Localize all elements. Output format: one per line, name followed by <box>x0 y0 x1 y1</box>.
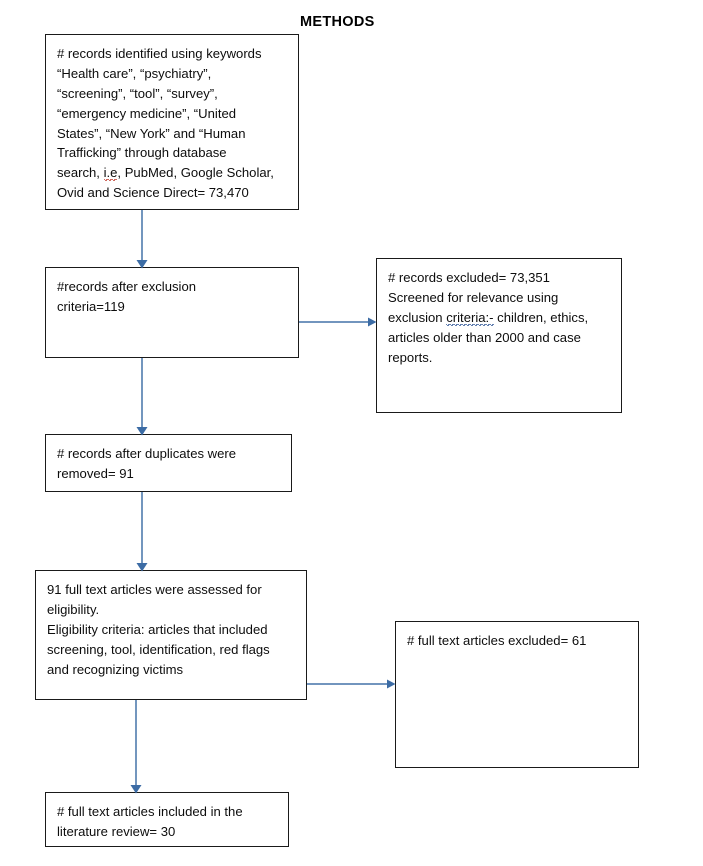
box-line: # records identified using keywords <box>57 46 262 61</box>
box-line: #records after exclusion <box>57 279 197 294</box>
box-line: “Health care”, “psychiatry”, <box>57 65 212 81</box>
box-line: screening, tool, identification, red fla… <box>47 641 270 657</box>
text-fragment: , PubMed, Google Scholar, <box>117 165 274 181</box>
box-records-after-duplicates-removed[interactable]: # records after duplicates were removed=… <box>45 434 292 492</box>
box-line: eligibility. <box>47 601 100 617</box>
arrow-duplicates-to-fulltext <box>136 492 148 572</box>
text-fragment: exclusion <box>388 309 447 325</box>
arrow-after-exclusion-to-excluded <box>299 317 377 327</box>
arrow-after-exclusion-to-duplicates <box>136 358 148 436</box>
box-line: “screening”, “tool”, “survey”, <box>57 85 218 101</box>
box-line: removed= 91 <box>57 465 134 481</box>
box-line-with-spellcheck: search, i.e, PubMed, Google Scholar, <box>57 163 288 183</box>
box-line: # full text articles excluded= 61 <box>407 633 587 648</box>
text-fragment: search, <box>57 165 104 181</box>
text-fragment: children, ethics, <box>493 309 589 325</box>
box-line: Eligibility criteria: articles that incl… <box>47 621 268 637</box>
box-line: literature review= 30 <box>57 823 176 839</box>
arrow-fulltext-to-ft-excluded <box>307 679 396 689</box>
box-records-identified[interactable]: # records identified using keywords “Hea… <box>45 34 299 210</box>
box-line: # full text articles included in the <box>57 804 243 819</box>
box-line: Trafficking” through database <box>57 145 227 161</box>
box-line: # records excluded= 73,351 <box>388 270 550 285</box>
box-line: “emergency medicine”, “United <box>57 105 237 121</box>
spellcheck-flagged-text: i.e <box>103 165 118 182</box>
box-line: criteria=119 <box>57 298 125 314</box>
box-line: reports. <box>388 349 433 365</box>
box-records-after-exclusion[interactable]: #records after exclusion criteria=119 <box>45 267 299 358</box>
box-line: Screened for relevance using <box>388 289 559 305</box>
box-full-text-articles-excluded[interactable]: # full text articles excluded= 61 <box>395 621 639 768</box>
box-full-text-articles-included[interactable]: # full text articles included in the lit… <box>45 792 289 847</box>
box-line: # records after duplicates were <box>57 446 237 461</box>
box-line-with-grammarcheck: exclusion criteria:- children, ethics, <box>388 308 611 328</box>
box-line: Ovid and Science Direct= 73,470 <box>57 185 249 201</box>
grammarcheck-flagged-text: criteria:- <box>446 309 494 326</box>
box-line: and recognizing victims <box>47 661 184 677</box>
arrow-fulltext-to-included <box>130 700 142 794</box>
box-records-excluded[interactable]: # records excluded= 73,351 Screened for … <box>376 258 622 413</box>
page-title: METHODS <box>300 14 375 30</box>
box-line: articles older than 2000 and case <box>388 329 581 345</box>
arrow-identified-to-after-exclusion <box>136 210 148 269</box>
box-line: States”, “New York” and “Human <box>57 125 246 141</box>
box-line: 91 full text articles were assessed for <box>47 582 262 597</box>
box-full-text-articles-assessed[interactable]: 91 full text articles were assessed for … <box>35 570 307 700</box>
